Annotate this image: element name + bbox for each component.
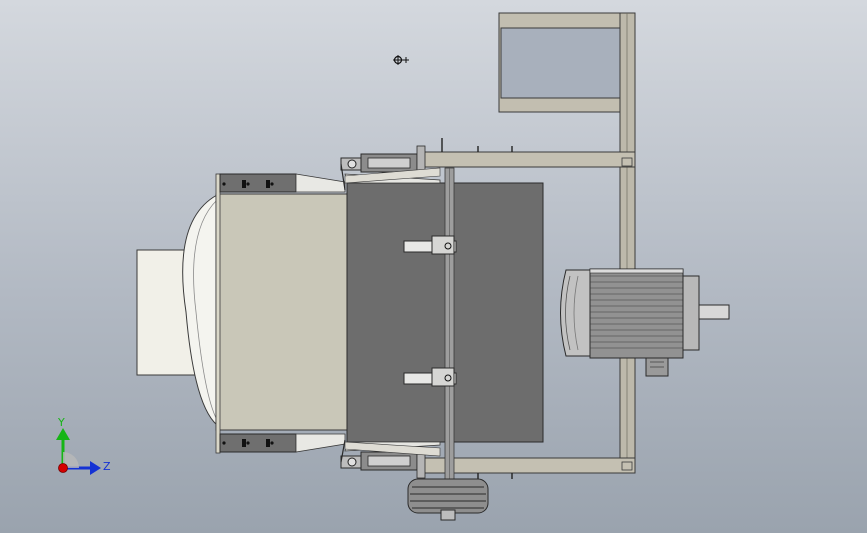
top-actuator[interactable] xyxy=(340,145,441,191)
shaft-bracket-upper xyxy=(403,240,457,253)
housing-top-flange xyxy=(219,173,297,193)
frame-window xyxy=(500,27,621,99)
shaft-bracket-lower xyxy=(403,372,457,385)
pulley[interactable] xyxy=(407,478,489,521)
motor-flange xyxy=(682,275,700,351)
drum[interactable] xyxy=(344,173,544,452)
frame-right-post xyxy=(619,12,636,474)
triad-z-label: Z xyxy=(103,460,111,473)
coordinate-triad[interactable]: Y Z xyxy=(56,416,111,475)
end-cap[interactable] xyxy=(182,194,218,427)
housing-body xyxy=(215,193,351,431)
triad-y-label: Y xyxy=(57,416,65,429)
motor-shaft xyxy=(698,304,730,320)
bottom-actuator[interactable] xyxy=(340,439,441,479)
housing[interactable] xyxy=(215,173,351,454)
motor-end-cap xyxy=(560,269,593,357)
triad-x-axis xyxy=(58,463,68,473)
motor[interactable] xyxy=(560,268,730,377)
motor-body xyxy=(589,268,684,359)
housing-bottom-flange xyxy=(219,433,297,453)
origin-marker-icon xyxy=(393,55,409,65)
frame-upper-beam xyxy=(419,151,636,168)
